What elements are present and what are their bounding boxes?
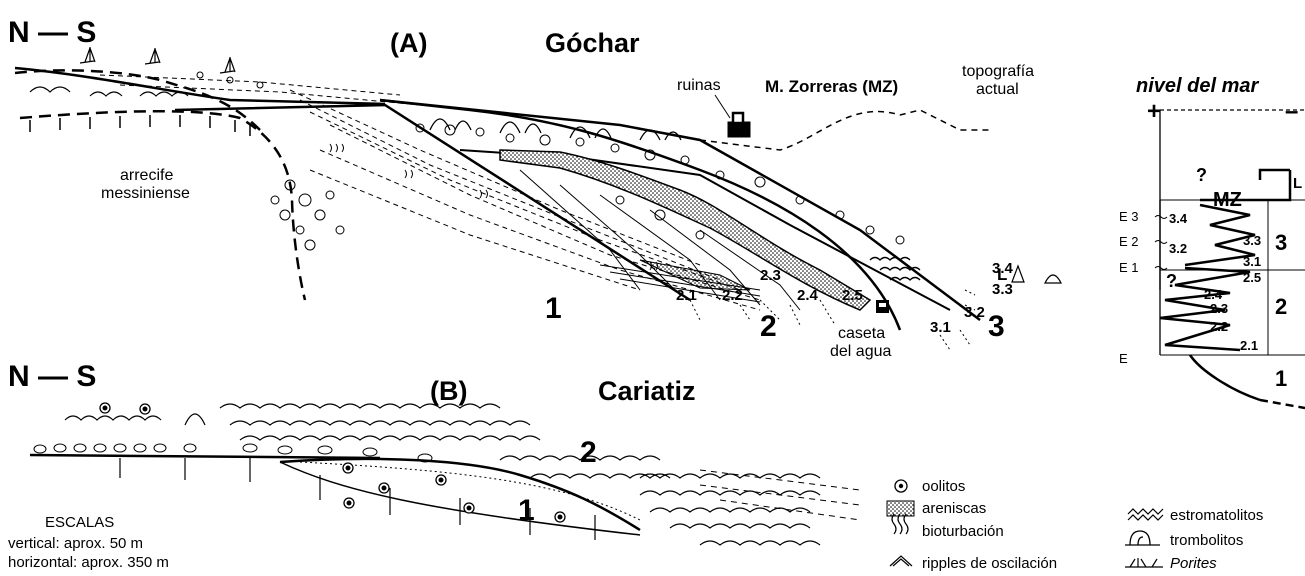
sea-level-question-top: ? <box>1196 166 1207 184</box>
sea-level-plus: + <box>1147 100 1161 124</box>
sea-level-e2: E 2 <box>1119 235 1139 248</box>
section-b-base <box>30 455 380 458</box>
subunit-3-3: 3.3 <box>992 282 1013 297</box>
sea-level-2-3: 2.3 <box>1210 302 1228 315</box>
section-b-oolite-dots <box>100 403 565 522</box>
panel-label-a: (A) <box>390 30 427 57</box>
sea-level-unit-2: 2 <box>1275 296 1287 318</box>
sea-level-title: nivel del mar <box>1136 76 1258 96</box>
sea-level-mz: MZ <box>1213 190 1242 210</box>
reef-hatch <box>30 115 250 136</box>
label-topografia: topografía <box>962 64 1034 80</box>
label-arrecife: arrecife <box>120 168 173 184</box>
section-b-unit-1: 1 <box>518 496 535 526</box>
sea-level-unit-1: 1 <box>1275 368 1287 390</box>
oolite-legend-icon <box>895 480 907 492</box>
sea-level-e3: E 3 <box>1119 210 1139 223</box>
bioturbation-legend-icon <box>892 514 908 534</box>
orientation-label-b: N — S <box>8 362 96 392</box>
porites-legend-icon <box>1125 558 1163 567</box>
caseta-icon <box>876 300 889 313</box>
thrombolite-legend-icon <box>1125 531 1160 545</box>
sea-level-3-3: 3.3 <box>1243 234 1261 247</box>
legend-ripples: ripples de oscilación <box>922 556 1057 571</box>
sea-level-3-2: 3.2 <box>1169 242 1187 255</box>
legend-areniscas: areniscas <box>922 501 986 516</box>
subunit-2-3: 2.3 <box>760 268 781 283</box>
sea-level-3-1: 3.1 <box>1243 255 1261 268</box>
sea-level-2-4: 2.4 <box>1204 288 1222 301</box>
scales-vertical: vertical: aprox. 50 m <box>8 536 143 551</box>
ruin-icon <box>728 113 750 137</box>
unit-label-2: 2 <box>760 312 777 342</box>
subunit-3-1: 3.1 <box>930 320 951 335</box>
legend-trombolitos: trombolitos <box>1170 533 1243 548</box>
stromatolite-legend-icon <box>1128 509 1163 520</box>
subunit-2-4: 2.4 <box>797 288 818 303</box>
stromatolite-waves-a <box>870 258 920 281</box>
sea-level-l: L <box>1293 176 1302 191</box>
sea-level-chart <box>1155 110 1305 408</box>
panel-label-b: (B) <box>430 378 467 405</box>
subunit-2-5: 2.5 <box>842 288 863 303</box>
sea-level-unit-3: 3 <box>1275 232 1287 254</box>
ripples-legend-icon <box>890 556 912 566</box>
sea-level-3-4: 3.4 <box>1169 212 1187 225</box>
surface-base-unit1 <box>175 105 690 300</box>
sea-level-2-2: 2.2 <box>1210 320 1228 333</box>
sea-level-2-5: 2.5 <box>1243 271 1261 284</box>
sandstone-band <box>500 150 870 310</box>
reef-dashed-front <box>20 111 305 300</box>
label-ruinas: ruinas <box>677 78 721 94</box>
label-del-agua: del agua <box>830 344 891 360</box>
reef-top-line <box>15 68 385 104</box>
legend-oolitos: oolitos <box>922 479 965 494</box>
sandstone-legend-icon <box>887 501 914 516</box>
unit-label-1: 1 <box>545 294 562 324</box>
sea-level-minus: – <box>1285 100 1298 124</box>
label-messiniense: messiniense <box>101 186 190 202</box>
label-l-section: L <box>997 266 1007 283</box>
sea-level-e1: E 1 <box>1119 261 1139 274</box>
legend-estromatolitos: estromatolitos <box>1170 508 1263 523</box>
sea-level-2-1: 2.1 <box>1240 339 1258 352</box>
subunit-2-2: 2.2 <box>722 288 743 303</box>
subunit-3-2: 3.2 <box>964 305 985 320</box>
section-b-waves <box>65 404 820 545</box>
legend-bioturbacion: bioturbación <box>922 524 1004 539</box>
scales-title: ESCALAS <box>45 515 114 530</box>
label-topografia-actual: actual <box>976 82 1019 98</box>
label-mzorreras: M. Zorreras (MZ) <box>765 78 898 95</box>
section-title-gochar: Góchar <box>545 30 640 57</box>
sea-level-question-mid: ? <box>1166 272 1177 290</box>
sea-level-e: E <box>1119 352 1128 365</box>
surface-unit2-3 <box>380 100 900 330</box>
section-title-cariatiz: Cariatiz <box>598 378 696 405</box>
legend-porites: Porites <box>1170 556 1217 571</box>
fossil-icons <box>1012 266 1061 283</box>
scales-horizontal: horizontal: aprox. 350 m <box>8 555 169 570</box>
section-b-unit-2: 2 <box>580 438 597 468</box>
unit-label-3: 3 <box>988 312 1005 342</box>
subunit-2-1: 2.1 <box>676 288 697 303</box>
label-caseta: caseta <box>838 326 885 342</box>
section-b-drawing <box>30 403 860 545</box>
orientation-label-a: N — S <box>8 18 96 48</box>
ruinas-pointer <box>715 95 730 118</box>
